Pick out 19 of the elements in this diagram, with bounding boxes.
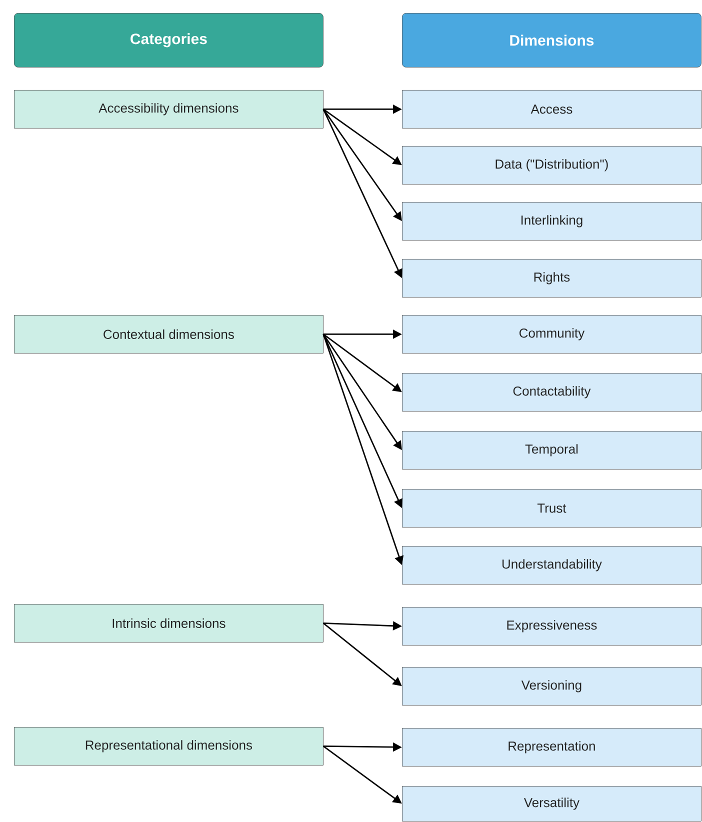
dimension-box: Interlinking [402,202,702,240]
category-box: Accessibility dimensions [14,90,324,128]
category-box: Contextual dimensions [14,315,324,354]
dimension-box: Rights [402,259,702,298]
header-box: Categories [14,13,324,68]
category-box: Representational dimensions [14,727,324,766]
dimension-box: Expressiveness [402,607,702,646]
dimension-box: Versatility [402,786,702,822]
dimension-box: Contactability [402,373,702,412]
dimension-box: Versioning [402,667,702,706]
category-box: Intrinsic dimensions [14,604,324,642]
dimension-box: Trust [402,489,702,528]
dimension-box: Community [402,315,702,354]
dimension-box: Understandability [402,546,702,584]
dimension-box: Access [402,90,702,128]
header-box: Dimensions [402,13,702,68]
dimension-box: Temporal [402,431,702,470]
dimension-box: Data ("Distribution") [402,146,702,184]
dimension-box: Representation [402,728,702,766]
